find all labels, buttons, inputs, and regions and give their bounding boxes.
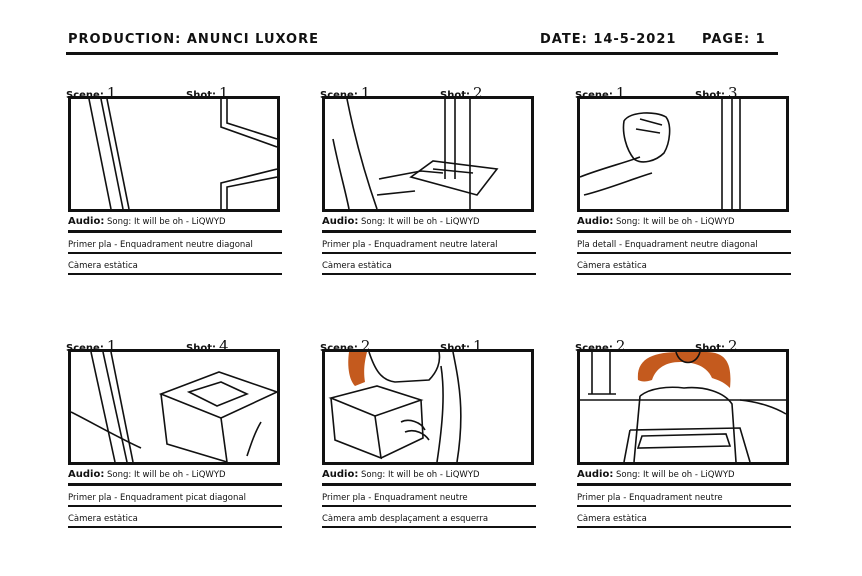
shot-number: 1 [218,84,229,102]
scene-number: 2 [615,337,626,355]
scene-number: 1 [615,84,626,102]
audio-line: Audio: Song: It will be oh - LiQWYD [68,216,226,227]
camera-text: Càmera estàtica [577,261,647,271]
production-title: PRODUCTION: ANUNCI LUXORE [68,32,319,47]
audio-text: Song: It will be oh - LiQWYD [361,217,480,227]
divider [322,230,536,233]
divider [322,483,536,486]
header-rule [66,52,778,55]
divider [322,273,536,275]
divider [577,483,791,486]
storyboard-panel: Scene:2 Shot:2 Audio: Song: It will be o… [575,337,795,557]
divider [68,483,282,486]
divider [68,526,282,528]
storyboard-panel: Scene:1 Shot:3 Audio: Song: It will be o… [575,84,795,304]
shot-label: Shot:3 [695,84,738,102]
scene-number: 2 [360,337,371,355]
audio-text: Song: It will be oh - LiQWYD [361,470,480,480]
storyboard-panel: Scene:1 Shot:1 Audio: Song: It will be o… [66,84,286,304]
divider [68,273,282,275]
audio-line: Audio: Song: It will be oh - LiQWYD [68,469,226,480]
divider [577,505,791,507]
shot-label: Shot:2 [440,84,483,102]
scene-label: Scene:1 [320,84,370,102]
shot-number: 4 [218,337,229,355]
camera-text: Càmera estàtica [68,261,138,271]
camera-text: Càmera estàtica [577,514,647,524]
framing-text: Pla detall - Enquadrament neutre diagona… [577,240,758,250]
framing-text: Primer pla - Enquadrament neutre diagona… [68,240,253,250]
framing-text: Primer pla - Enquadrament neutre [322,493,468,503]
shot-label: Shot:2 [695,337,738,355]
sketch-frame-woman-box [577,349,789,465]
shot-label: Shot:1 [440,337,483,355]
divider [322,526,536,528]
scene-label: Scene:1 [66,84,116,102]
sketch-frame-box-high-angle [68,349,280,465]
scene-number: 1 [106,84,117,102]
scene-label: Scene:2 [320,337,370,355]
scene-label: Scene:1 [66,337,116,355]
audio-line: Audio: Song: It will be oh - LiQWYD [577,216,735,227]
shot-number: 2 [727,337,738,355]
framing-text: Primer pla - Enquadrament neutre lateral [322,240,498,250]
audio-text: Song: It will be oh - LiQWYD [616,470,735,480]
divider [322,505,536,507]
scene-number: 1 [106,337,117,355]
framing-text: Primer pla - Enquadrament neutre [577,493,723,503]
scene-label: Scene:1 [575,84,625,102]
storyboard-panel: Scene:1 Shot:2 Audio: Song: It will be o… [320,84,540,304]
sketch-frame-box-handoff [322,96,534,212]
divider [577,230,791,233]
divider [577,252,791,254]
storyboard-panel: Scene:1 Shot:4 Audio: Song: It will be o… [66,337,286,557]
camera-text: Càmera amb desplaçament a esquerra [322,514,489,524]
shot-number: 2 [472,84,483,102]
framing-text: Primer pla - Enquadrament picat diagonal [68,493,246,503]
shot-number: 3 [727,84,738,102]
sketch-frame-carry-box [322,349,534,465]
audio-text: Song: It will be oh - LiQWYD [107,217,226,227]
divider [68,505,282,507]
scene-number: 1 [360,84,371,102]
shot-number: 1 [472,337,483,355]
camera-text: Càmera estàtica [322,261,392,271]
shot-label: Shot:1 [186,84,229,102]
divider [68,252,282,254]
sketch-frame-door [68,96,280,212]
sketch-frame-knock [577,96,789,212]
divider [577,273,791,275]
shot-label: Shot:4 [186,337,229,355]
divider [68,230,282,233]
storyboard-panel: Scene:2 Shot:1 Audio: Song: It will be o… [320,337,540,557]
storyboard-header: PRODUCTION: ANUNCI LUXORE DATE: 14-5-202… [66,32,778,55]
scene-label: Scene:2 [575,337,625,355]
audio-line: Audio: Song: It will be oh - LiQWYD [322,469,480,480]
page-label: PAGE: 1 [702,32,766,47]
audio-line: Audio: Song: It will be oh - LiQWYD [577,469,735,480]
audio-text: Song: It will be oh - LiQWYD [616,217,735,227]
camera-text: Càmera estàtica [68,514,138,524]
divider [322,252,536,254]
audio-line: Audio: Song: It will be oh - LiQWYD [322,216,480,227]
divider [577,526,791,528]
date-label: DATE: 14-5-2021 [540,32,677,47]
audio-text: Song: It will be oh - LiQWYD [107,470,226,480]
